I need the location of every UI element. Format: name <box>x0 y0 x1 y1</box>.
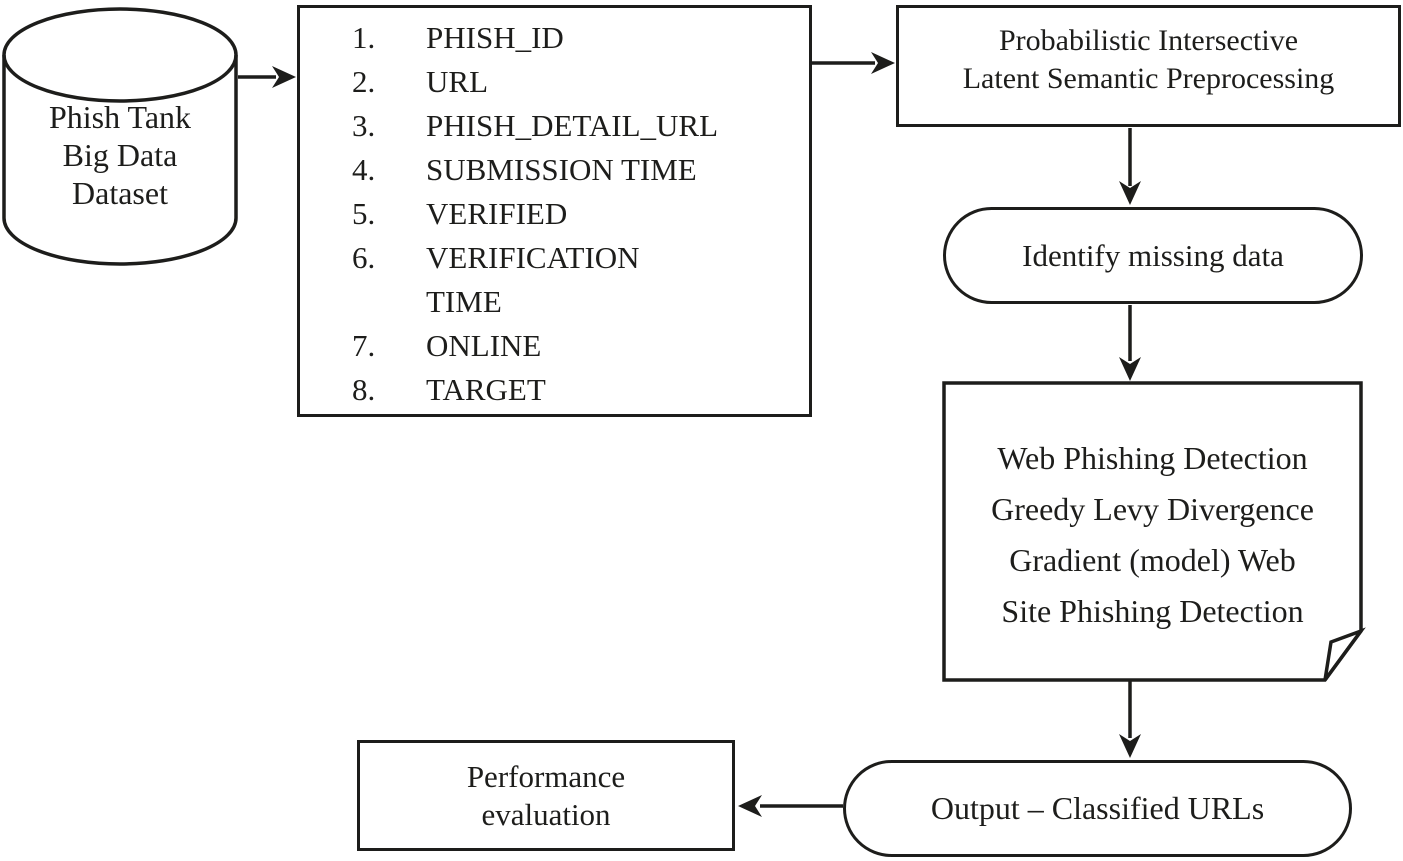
performance-line-1: Performance <box>466 758 626 794</box>
field-number: 6. <box>352 240 376 275</box>
performance-evaluation-box: Performance evaluation <box>357 740 735 851</box>
dataset-line-1: Phish Tank <box>48 99 192 135</box>
field-number: 1. <box>352 20 376 55</box>
field-number: 4. <box>352 152 376 187</box>
field-label: VERIFICATION TIME <box>426 240 640 319</box>
detection-line-3: Gradient (model) Web <box>1009 542 1296 578</box>
arrow-preprocessing-to-identify <box>1119 128 1141 205</box>
field-label: PHISH_ID <box>426 20 564 55</box>
database-cylinder-body <box>2 7 238 266</box>
arrow-fields-to-preprocessing <box>812 52 895 74</box>
arrow-detection-to-output <box>1119 681 1141 758</box>
detection-note-text: Web Phishing Detection Greedy Levy Diver… <box>944 382 1361 680</box>
field-number: 8. <box>352 372 376 407</box>
arrow-dataset-to-fields <box>238 66 296 88</box>
field-row: 3. PHISH_DETAIL_URL <box>352 104 809 148</box>
field-label: SUBMISSION TIME <box>426 152 697 187</box>
field-label: TARGET <box>426 372 546 407</box>
detection-line-1: Web Phishing Detection <box>997 440 1308 476</box>
field-row: 1. PHISH_ID <box>352 16 809 60</box>
detection-line-4: Site Phishing Detection <box>1001 593 1304 629</box>
database-cylinder-top-arc <box>2 54 238 103</box>
field-number: 5. <box>352 196 376 231</box>
note-fold-corner-icon <box>1323 627 1366 682</box>
field-label: ONLINE <box>426 328 542 363</box>
field-row: 6. VERIFICATION TIME <box>352 236 809 324</box>
output-classified-urls-stadium: Output – Classified URLs <box>843 760 1352 857</box>
detection-note-shape <box>942 381 1366 682</box>
dataset-cylinder-label: Phish Tank Big Data Dataset <box>4 98 236 212</box>
field-number: 3. <box>352 108 376 143</box>
field-number: 7. <box>352 328 376 363</box>
field-row: 2. URL <box>352 60 809 104</box>
preprocessing-box: Probabilistic Intersective Latent Semant… <box>896 5 1401 127</box>
identify-label: Identify missing data <box>1022 237 1284 273</box>
field-row: 7. ONLINE <box>352 324 809 368</box>
database-cylinder <box>2 7 238 266</box>
field-row: 8. TARGET <box>352 368 809 412</box>
performance-line-2: evaluation <box>481 796 611 832</box>
field-label: URL <box>426 64 488 99</box>
output-label: Output – Classified URLs <box>930 790 1265 826</box>
dataset-line-3: Dataset <box>72 175 168 211</box>
field-number: 2. <box>352 64 376 99</box>
preprocessing-line-1: Probabilistic Intersective <box>998 24 1299 57</box>
field-label: VERIFIED <box>426 196 568 231</box>
field-row: 4. SUBMISSION TIME <box>352 148 809 192</box>
identify-missing-data-stadium: Identify missing data <box>943 207 1363 304</box>
arrow-output-to-performance <box>738 795 843 817</box>
detection-line-2: Greedy Levy Divergence <box>991 491 1314 527</box>
preprocessing-line-2: Latent Semantic Preprocessing <box>962 62 1335 95</box>
fields-list-box: 1. PHISH_ID 2. URL 3. PHISH_DETAIL_URL 4… <box>297 5 812 417</box>
field-label: PHISH_DETAIL_URL <box>426 108 719 143</box>
dataset-line-2: Big Data <box>62 137 178 173</box>
arrow-identify-to-detection <box>1119 305 1141 381</box>
field-row: 5. VERIFIED <box>352 192 809 236</box>
